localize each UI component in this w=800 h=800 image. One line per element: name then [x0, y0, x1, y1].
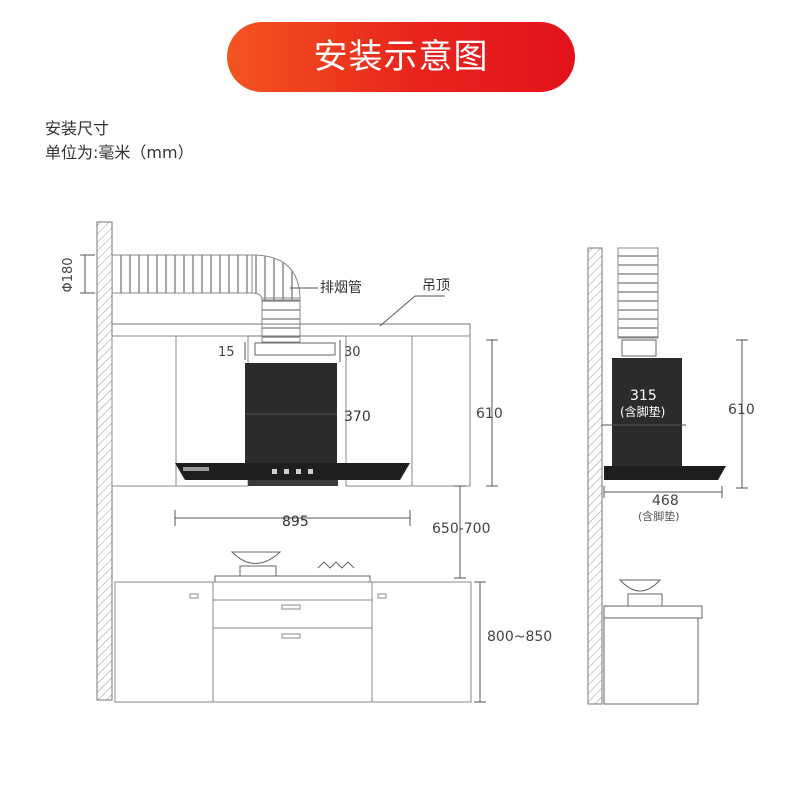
- exhaust-duct: [111, 254, 301, 343]
- dim-468-label: 468: [652, 493, 679, 509]
- hood-bracket: [254, 342, 336, 356]
- title-text: 安装示意图: [313, 37, 489, 77]
- dim-315-label: 315: [630, 388, 657, 404]
- range-hood-side: [602, 358, 726, 480]
- lower-cabinets: [114, 581, 472, 703]
- stove-side: [603, 579, 703, 705]
- side-duct: [617, 247, 659, 339]
- dim-610-front-label: 610: [476, 406, 503, 422]
- dim-315-note: (含脚垫): [620, 404, 665, 419]
- dim-15-label: 15: [218, 345, 235, 360]
- dim-650-700-label: 650-700: [432, 521, 491, 537]
- info-install-size: 安装尺寸: [45, 119, 110, 138]
- side-wall: [587, 247, 603, 705]
- dim-370-label: 370: [344, 409, 371, 425]
- exhaust-pipe-label: 排烟管: [320, 280, 362, 296]
- dim-800-850-label: 800~850: [487, 629, 552, 645]
- dim-468-note: (含脚垫): [638, 509, 680, 523]
- dim-895-label: 895: [282, 514, 309, 530]
- info-unit: 单位为:毫米（mm）: [45, 143, 194, 162]
- front-wall: [96, 221, 113, 701]
- ceiling-label: 吊顶: [422, 278, 450, 294]
- range-hood-front: [175, 363, 410, 486]
- upper-cabinets: [111, 335, 471, 487]
- dim-610-side-label: 610: [728, 402, 755, 418]
- dim-30-label: 30: [344, 345, 361, 360]
- pipe-diameter-label: Φ180: [61, 257, 76, 292]
- stove-front: [214, 551, 371, 583]
- title-banner: 安装示意图: [227, 22, 575, 92]
